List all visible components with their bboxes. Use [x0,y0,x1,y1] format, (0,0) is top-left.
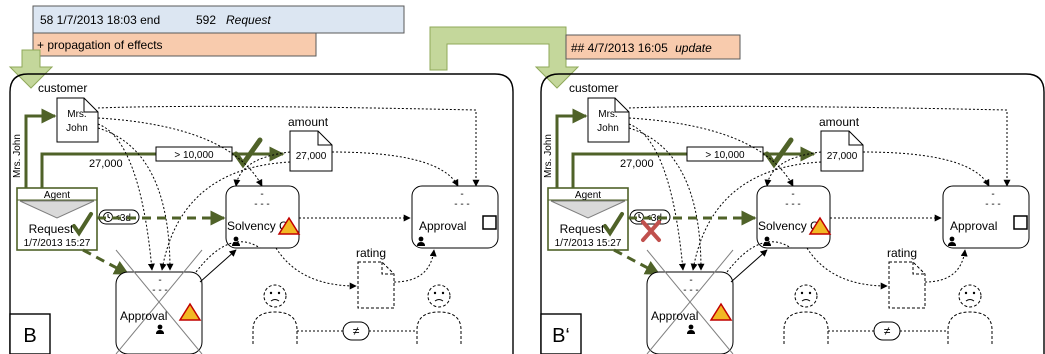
participant-icon [783,284,829,345]
solvency-label: Solvency C [758,219,819,233]
lower-approval-placeholder-top: - [158,275,161,286]
customer-title: customer [569,81,618,95]
condition-label: > 10,000 [705,150,745,161]
rating-doc [357,261,395,309]
customer-name-1: Mrs. [598,109,617,120]
approval-label: Approval [419,219,466,233]
event-prefix: 58 1/7/2013 18:03 end [40,13,160,27]
svg-text:## 4/7/2013 16:05 update: ## 4/7/2013 16:05 update [571,41,712,55]
solvency-placeholder: - - - [785,199,801,210]
checkbox-icon [1013,215,1028,230]
amount-doc [289,130,333,172]
lower-approval-label: Approval [120,309,167,323]
approval-task [942,185,1030,249]
amount-title: amount [819,115,860,129]
approval-placeholder-top: - [460,189,463,200]
customer-doc [587,97,630,143]
customer-name-1: Mrs. [67,109,86,120]
timer-label: <3d [114,213,131,224]
update-type: update [675,41,712,55]
solvency-placeholder-top: - [260,189,263,200]
check-icon [233,137,263,169]
warning-icon [277,216,301,235]
panel-b-prime: customer Mrs. John Mrs. John 27,000 > 10… [540,73,1045,354]
amount-title: amount [288,115,329,129]
customer-name-2: John [66,123,88,134]
flow-arrow-left [8,49,54,89]
checkbox-icon [482,215,497,230]
not-equal-symbol: ≠ [353,324,360,338]
participant-icon [416,284,462,345]
event-number: 592 [196,13,216,27]
lower-approval-placeholder: - - - [152,285,168,296]
not-equal-symbol: ≠ [884,324,891,338]
update-header: ## 4/7/2013 16:05 update [565,34,741,60]
request-check-icon [72,212,93,237]
participant-icon [252,284,298,345]
solvency-placeholder-top: - [791,189,794,200]
not-equal-badge [342,321,370,341]
approval-placeholder: - - - [985,199,1001,210]
solvency-label: Solvency C [227,219,288,233]
amount-value: 27,000 [296,151,327,162]
request-date: 1/7/2013 15:27 [555,238,622,249]
rating-title: rating [356,246,386,260]
lower-approval-placeholder-top: - [689,275,692,286]
agent-funnel [550,200,626,219]
check-icon [764,137,794,169]
lower-warning-icon [709,302,733,321]
svg-text:58 1/7/2013 18:03 end 59: 58 1/7/2013 18:03 end 592 Request [40,13,271,27]
edge-value: 27,000 [620,158,654,170]
side-label: Mrs. John [12,134,23,178]
panel-frame [9,73,514,354]
violation-cross-icon [641,220,661,242]
timer-label: <3d [645,213,662,224]
customer-doc [56,97,99,143]
lower-approval-placeholder: - - - [683,285,699,296]
event-type: Request [226,13,271,27]
agent-funnel [19,200,95,219]
agent-label: Agent [44,190,70,201]
request-check-icon [603,212,624,237]
condition-label: > 10,000 [174,150,214,161]
event-box [32,5,405,34]
customer-name-2: John [597,123,619,134]
panel-label-box [540,313,582,354]
panel-frame [540,73,1045,354]
lower-approval-task [646,271,734,354]
side-label: Mrs. John [543,134,554,178]
panel-label: B‘ [552,325,570,347]
rating-doc [888,261,926,309]
panel-label-box [9,313,51,354]
approval-task [411,185,499,249]
edge-value: 27,000 [89,158,123,170]
request-title: Request [560,222,605,236]
update-box [565,34,741,60]
not-equal-badge [873,321,901,341]
rating-title: rating [887,246,917,260]
propagation-box [32,32,317,57]
update-prefix: ## 4/7/2013 16:05 [571,41,668,55]
approval-label: Approval [950,219,997,233]
panel-label: B [23,325,36,347]
lower-approval-task [115,271,203,354]
event-header: 58 1/7/2013 18:03 end 592 Request + prop… [32,5,405,57]
participant-icon [947,284,993,345]
customer-title: customer [38,81,87,95]
flow-arrow-right [429,26,580,89]
request-title: Request [29,222,74,236]
warning-icon [808,216,832,235]
propagation-note: + propagation of effects [37,38,163,52]
solvency-placeholder: - - - [254,199,270,210]
lower-warning-icon [178,302,202,321]
request-date: 1/7/2013 15:27 [24,238,91,249]
amount-doc [820,130,864,172]
panel-b: customer Mrs. John Mrs. John 27,000 > 10… [9,73,514,354]
approval-placeholder-top: - [991,189,994,200]
agent-label: Agent [575,190,601,201]
approval-placeholder: - - - [454,199,470,210]
lower-approval-label: Approval [651,309,698,323]
amount-value: 27,000 [827,151,858,162]
